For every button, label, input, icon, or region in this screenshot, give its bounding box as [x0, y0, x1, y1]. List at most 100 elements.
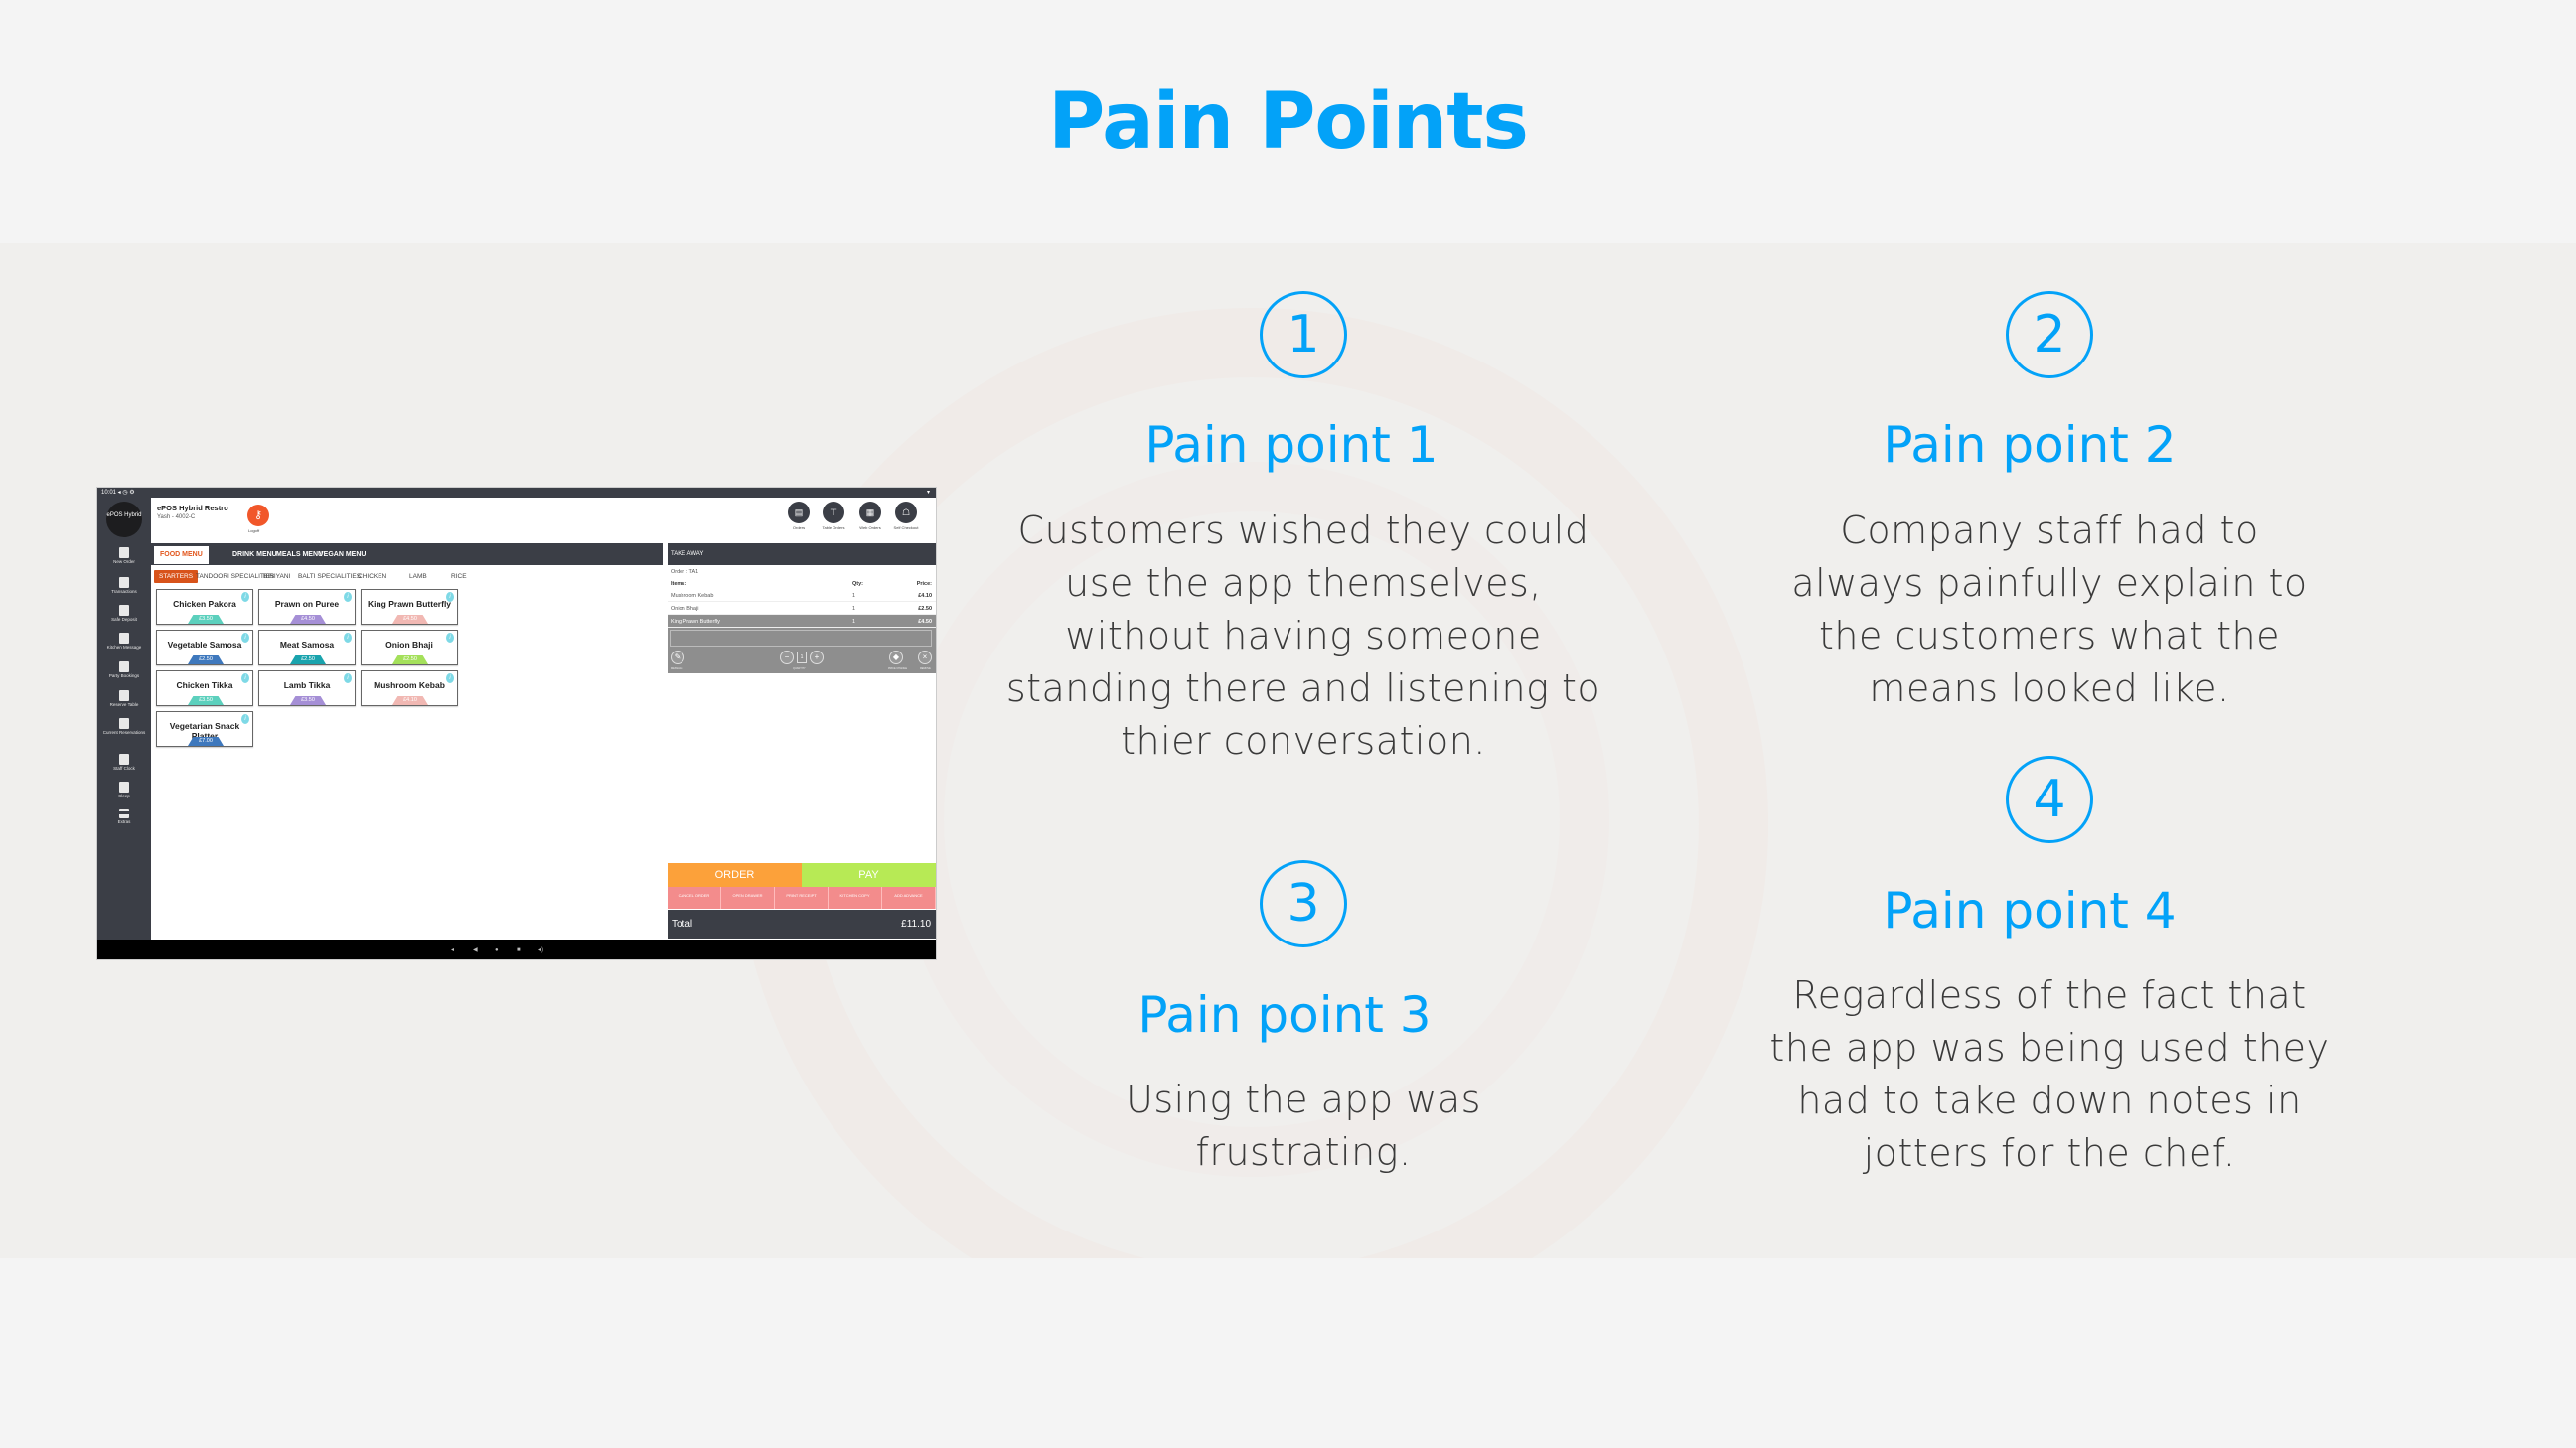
- category-chicken[interactable]: CHICKEN: [358, 573, 387, 580]
- tag-icon: ◆: [892, 652, 900, 661]
- recents-icon[interactable]: ■: [517, 947, 521, 953]
- web-orders-button[interactable]: ▦Web Orders: [853, 502, 887, 530]
- sidebar-item[interactable]: Extras: [97, 809, 151, 824]
- android-nav-bar: ◂ ◀ ● ■ ◂): [97, 940, 936, 959]
- info-icon[interactable]: i: [241, 592, 249, 602]
- price-change-label: PRICE CHANGE: [888, 667, 908, 670]
- table-orders-button[interactable]: ⊤Table Orders: [817, 502, 850, 530]
- decrease-quantity-button[interactable]: −: [780, 651, 794, 664]
- sidebar-item[interactable]: Transactions: [97, 577, 151, 594]
- tab-meals-menu[interactable]: MEALS MENU: [276, 551, 324, 558]
- number-badge: 3: [1260, 860, 1347, 947]
- home-icon[interactable]: ●: [495, 947, 499, 953]
- sidebar-item[interactable]: Reserve Table: [97, 690, 151, 707]
- remove-button[interactable]: ×: [918, 651, 932, 664]
- menu-item-price: £4.50: [290, 615, 326, 624]
- order-action-button[interactable]: ADD ADVANCE: [882, 887, 936, 909]
- info-icon[interactable]: i: [241, 633, 249, 643]
- orders-icon: ▤: [788, 502, 810, 523]
- menu-item-name: Chicken Pakora: [173, 599, 236, 609]
- sidebar-item[interactable]: New Order: [97, 547, 151, 564]
- increase-quantity-button[interactable]: +: [810, 651, 824, 664]
- message-label: MESSAGE: [671, 667, 683, 670]
- volume-down-icon[interactable]: ◂: [451, 947, 455, 953]
- tab-vegan-menu[interactable]: VEGAN MENU: [319, 551, 367, 558]
- logoff-button[interactable]: ⚷: [247, 505, 269, 526]
- sidebar-item[interactable]: Staff Clock: [97, 754, 151, 771]
- item-note-input[interactable]: [670, 630, 932, 647]
- order-item-qty: 1: [852, 606, 856, 612]
- sidebar-item[interactable]: Party Bookings: [97, 661, 151, 678]
- order-action-button[interactable]: CANCEL ORDER: [668, 887, 721, 909]
- price-change-button[interactable]: ◆: [889, 651, 903, 664]
- sidebar-item[interactable]: Sleep: [97, 782, 151, 798]
- info-icon[interactable]: i: [344, 592, 352, 602]
- menu-item-price: £3.50: [188, 696, 224, 705]
- info-icon[interactable]: i: [446, 673, 454, 683]
- sidebar-item-icon: [119, 577, 129, 588]
- remove-label: REMOVE: [920, 667, 931, 670]
- menu-item-name: Lamb Tikka: [283, 680, 331, 690]
- order-button[interactable]: ORDER: [668, 863, 802, 887]
- info-icon[interactable]: i: [344, 633, 352, 643]
- orders-button[interactable]: ▤Orders: [782, 502, 816, 530]
- category-balti[interactable]: BALTI SPECIALITIES: [298, 573, 362, 580]
- close-icon: ×: [922, 652, 928, 661]
- category-starters[interactable]: STARTERS: [154, 570, 199, 583]
- category-tandoori[interactable]: TANDOORI SPECIALITIES: [196, 573, 275, 580]
- order-action-button[interactable]: OPEN DRAWER: [721, 887, 775, 909]
- sidebar-item[interactable]: Kitchen Message: [97, 633, 151, 650]
- wifi-icon: ▾: [926, 490, 930, 496]
- menu-item-name: Vegetable Samosa: [167, 640, 242, 650]
- message-button[interactable]: ✎: [671, 651, 684, 664]
- back-icon[interactable]: ◀: [473, 947, 478, 953]
- menu-item-name: King Prawn Butterfly: [367, 599, 452, 609]
- info-icon[interactable]: i: [241, 673, 249, 683]
- sidebar-item-label: New Order: [113, 559, 135, 564]
- info-icon[interactable]: i: [344, 673, 352, 683]
- pain-point-heading: Pain point 2: [1883, 416, 2177, 474]
- order-action-button[interactable]: KITCHEN COPY: [829, 887, 882, 909]
- quantity-field[interactable]: 1: [797, 652, 807, 663]
- volume-up-icon[interactable]: ◂): [538, 947, 544, 953]
- edit-icon: ✎: [674, 652, 682, 661]
- pay-button[interactable]: PAY: [802, 863, 936, 887]
- sidebar-item[interactable]: Safe Deposit: [97, 605, 151, 622]
- tab-food-menu[interactable]: FOOD MENU: [154, 546, 209, 564]
- category-tabs: STARTERS TANDOORI SPECIALITIES BIRIYANI …: [151, 567, 663, 587]
- order-action-button[interactable]: PRINT RECEIPT: [775, 887, 829, 909]
- sidebar-item-label: Safe Deposit: [111, 617, 137, 622]
- logoff-label: Logoff: [248, 528, 260, 533]
- sidebar-item-label: Sleep: [118, 794, 130, 798]
- category-biriyani[interactable]: BIRIYANI: [263, 573, 291, 580]
- menu-item-name: Onion Bhaji: [385, 640, 433, 650]
- sidebar-item[interactable]: Current Reservations: [97, 718, 151, 735]
- plus-icon: +: [814, 652, 820, 661]
- info-icon[interactable]: i: [241, 714, 249, 724]
- info-icon[interactable]: i: [446, 592, 454, 602]
- menu-item-price: £7.00: [188, 737, 224, 746]
- pain-point-text: Company staff had to always painfully ex…: [1791, 508, 2308, 710]
- pain-point-heading: Pain point 3: [1137, 986, 1432, 1044]
- number-badge: 1: [1260, 291, 1347, 378]
- order-id-row: Order : TA1: [671, 569, 699, 575]
- menu-item-name: Mushroom Kebab: [374, 680, 445, 690]
- tab-drink-menu[interactable]: DRINK MENU: [232, 551, 277, 558]
- info-icon[interactable]: i: [446, 633, 454, 643]
- category-rice[interactable]: RICE: [451, 573, 467, 580]
- self-checkout-button[interactable]: ☖Self Checkout: [889, 502, 923, 530]
- category-lamb[interactable]: LAMB: [409, 573, 427, 580]
